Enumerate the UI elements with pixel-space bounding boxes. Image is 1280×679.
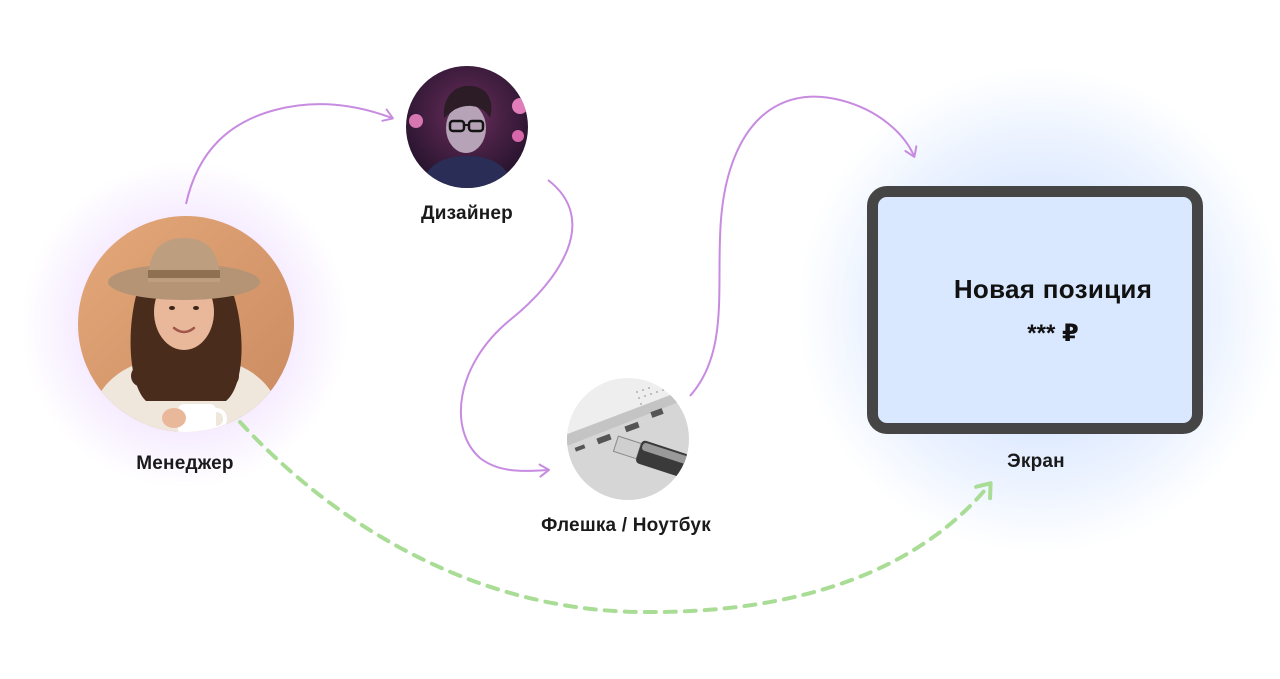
designer-label: Дизайнер bbox=[421, 203, 513, 224]
edge-flash-screen bbox=[689, 95, 918, 397]
edge-manager-screen bbox=[238, 420, 993, 615]
designer-avatar bbox=[406, 66, 528, 188]
screen-title: Новая позиция bbox=[953, 274, 1153, 304]
screen-label: Экран bbox=[1007, 451, 1065, 472]
flash-drive-image bbox=[567, 378, 689, 500]
edge-manager-designer bbox=[185, 103, 394, 205]
manager-avatar bbox=[78, 216, 294, 432]
flash-label: Флешка / Ноутбук bbox=[541, 515, 711, 536]
screen-price: *** ₽ bbox=[1027, 320, 1079, 347]
screen-display: Новая позиция *** ₽ bbox=[867, 186, 1203, 434]
edge-designer-flash bbox=[460, 179, 574, 478]
manager-label: Менеджер bbox=[136, 453, 234, 474]
